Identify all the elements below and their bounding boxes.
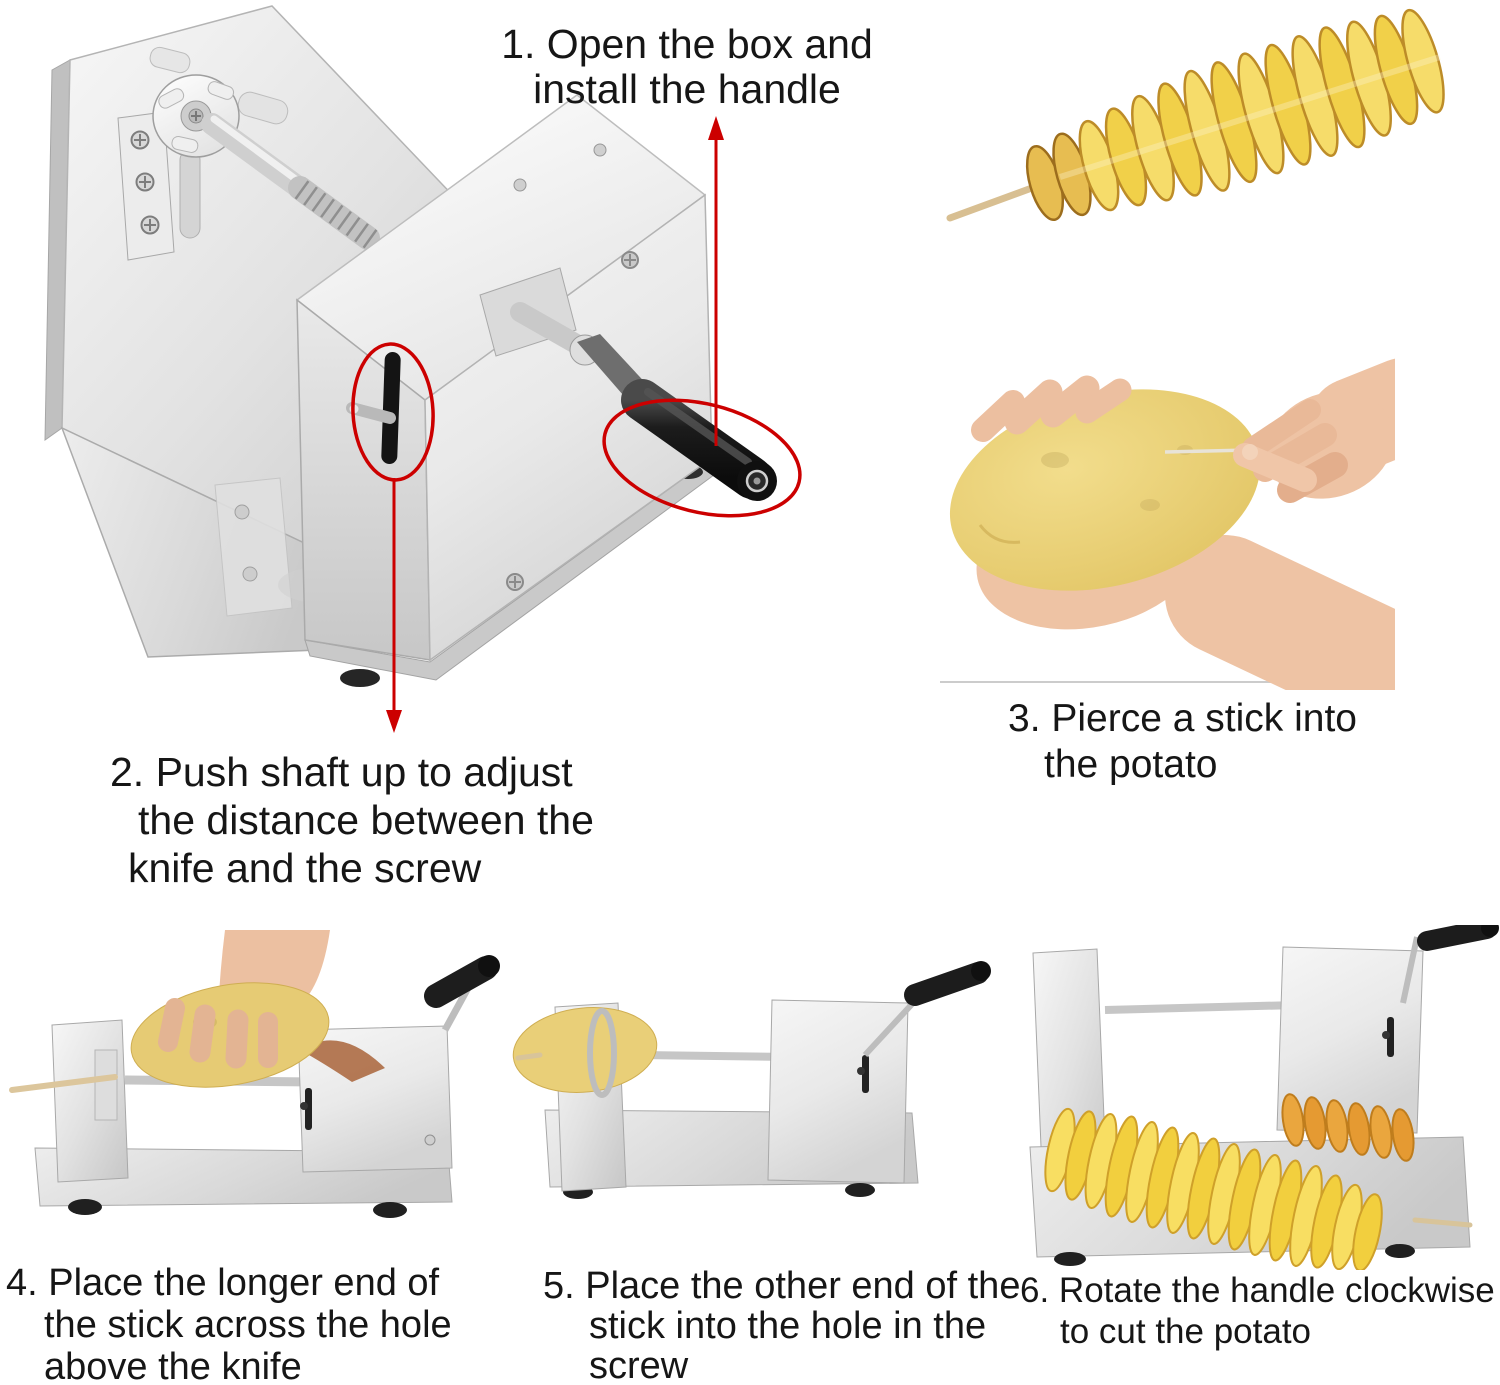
- potato-on-skewer: [512, 1007, 658, 1098]
- handle-grip: [1417, 925, 1497, 951]
- step4-photo: [9, 930, 500, 1218]
- caption-line: screw: [589, 1345, 689, 1385]
- step6-caption: 6. Rotate the handle clockwise to cut th…: [1020, 1270, 1495, 1352]
- caption-line: stick into the hole in the: [589, 1305, 987, 1347]
- left-hand-fingers: [971, 375, 1132, 442]
- caption-line: 3. Pierce a stick into: [1008, 697, 1357, 740]
- spiral-chip-near-screw: [1281, 1093, 1415, 1162]
- handle-grip: [424, 956, 498, 1008]
- knife-blade: [300, 1040, 385, 1082]
- machine-bracket: [117, 111, 175, 261]
- handle-grip: [621, 379, 773, 499]
- caption-line: knife and the screw: [128, 845, 482, 891]
- pierce-potato-photo: [940, 358, 1395, 690]
- step3-caption: 3. Pierce a stick into the potato: [1008, 696, 1357, 788]
- crank-handle: [479, 267, 777, 501]
- wooden-stick: [946, 181, 1044, 222]
- machine-box: [295, 94, 719, 687]
- caption-line: 4. Place the longer end of: [6, 1262, 440, 1304]
- skewer-stick: [9, 1074, 118, 1093]
- caption-line: the potato: [1044, 743, 1218, 786]
- skewer-stick: [1412, 1217, 1473, 1228]
- caption-line: above the knife: [44, 1346, 302, 1385]
- caption-line: 6. Rotate the handle clockwise: [1020, 1271, 1495, 1310]
- caption-line: 2. Push shaft up to adjust: [110, 749, 573, 795]
- right-hand: [1233, 358, 1395, 503]
- caption-line: install the handle: [533, 66, 841, 112]
- step5-photo: [512, 961, 991, 1199]
- handle-grip: [904, 962, 989, 1006]
- spiral-potato-photo: [946, 8, 1445, 222]
- caption-line: 1. Open the box and: [501, 21, 873, 67]
- step6-photo: [1029, 925, 1499, 1270]
- caption-line: 5. Place the other end of the: [543, 1265, 1021, 1307]
- caption-line: the distance between the: [138, 797, 594, 843]
- step4-caption: 4. Place the longer end of the stick acr…: [6, 1262, 452, 1385]
- spiral-chip-result: [1044, 1107, 1383, 1270]
- hand-with-potato: [130, 930, 330, 1088]
- caption-line: the stick across the hole: [44, 1304, 452, 1346]
- machine-photo: [44, 5, 777, 687]
- caption-line: to cut the potato: [1060, 1312, 1312, 1351]
- mini-machine: [34, 955, 500, 1218]
- slot-circle-annotation: [351, 342, 435, 482]
- machine-screw-rod: [201, 113, 380, 250]
- step2-caption: 2. Push shaft up to adjust the distance …: [110, 748, 594, 892]
- step1-caption: 1. Open the box and install the handle: [437, 22, 937, 112]
- machine-base: [60, 426, 362, 658]
- step5-caption: 5. Place the other end of the stick into…: [543, 1266, 1020, 1385]
- handle-circle-annotation: [602, 398, 802, 518]
